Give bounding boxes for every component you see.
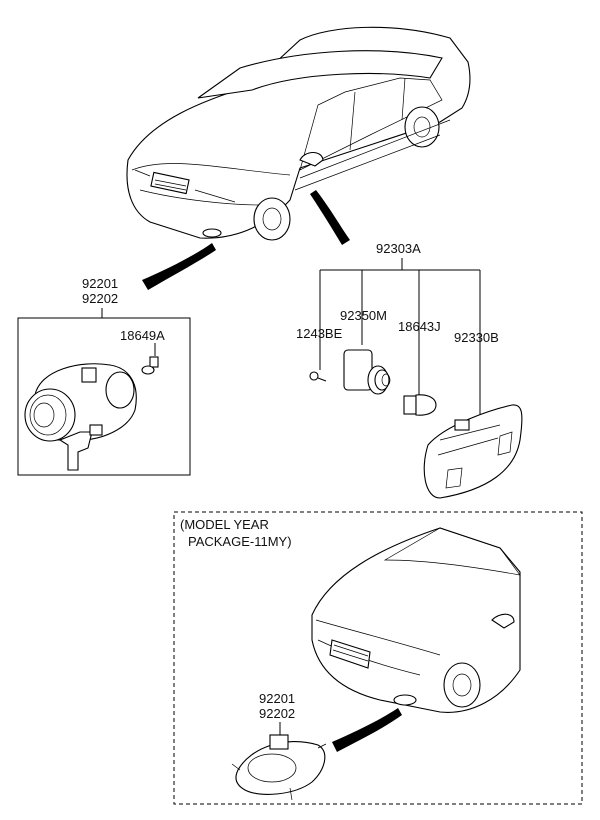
inset-car-front-illustration: [311, 527, 521, 752]
inset-note-line2: PACKAGE-11MY): [188, 534, 292, 549]
inset-dashed-border: [173, 511, 583, 805]
side-lamp-lens-part: [423, 404, 523, 499]
label-bulb: 18643J: [398, 319, 441, 334]
model-year-inset: (MODEL YEAR PACKAGE-11MY) 92201 92202: [173, 511, 583, 805]
bulb-part: [403, 394, 437, 416]
label-assembly-main: 92303A: [376, 241, 421, 256]
side-lamp-pointer-arrow: [310, 190, 350, 245]
label-fog-bulb: 18649A: [120, 328, 165, 343]
fog-lamp-housing-part: [24, 363, 137, 471]
label-fog-lamp-lh: 92201: [82, 276, 118, 291]
sedan-car-illustration: [126, 26, 471, 290]
inset-fog-lamp-part: [231, 734, 327, 801]
inset-note-line1: (MODEL YEAR: [180, 517, 269, 532]
socket-part: [343, 349, 391, 395]
label-inset-fog-lamp-rh: 92202: [259, 706, 295, 721]
label-inset-fog-lamp-lh: 92201: [259, 691, 295, 706]
screw-part: [309, 371, 327, 382]
side-repeater-lamp-group: 92303A 92350M 18643J 1243BE 92330B: [296, 241, 523, 499]
label-socket: 92350M: [340, 308, 387, 323]
fog-lamp-pointer-arrow: [142, 243, 216, 290]
fog-lamp-detail-box: [17, 317, 191, 476]
label-side-lamp: 92330B: [454, 330, 499, 345]
label-fog-lamp-rh: 92202: [82, 291, 118, 306]
fog-lamp-group: 92201 92202 18649A: [17, 276, 191, 476]
label-screw: 1243BE: [296, 326, 343, 341]
inset-fog-lamp-pointer-arrow: [332, 708, 402, 752]
fog-bulb-part: [141, 356, 159, 375]
